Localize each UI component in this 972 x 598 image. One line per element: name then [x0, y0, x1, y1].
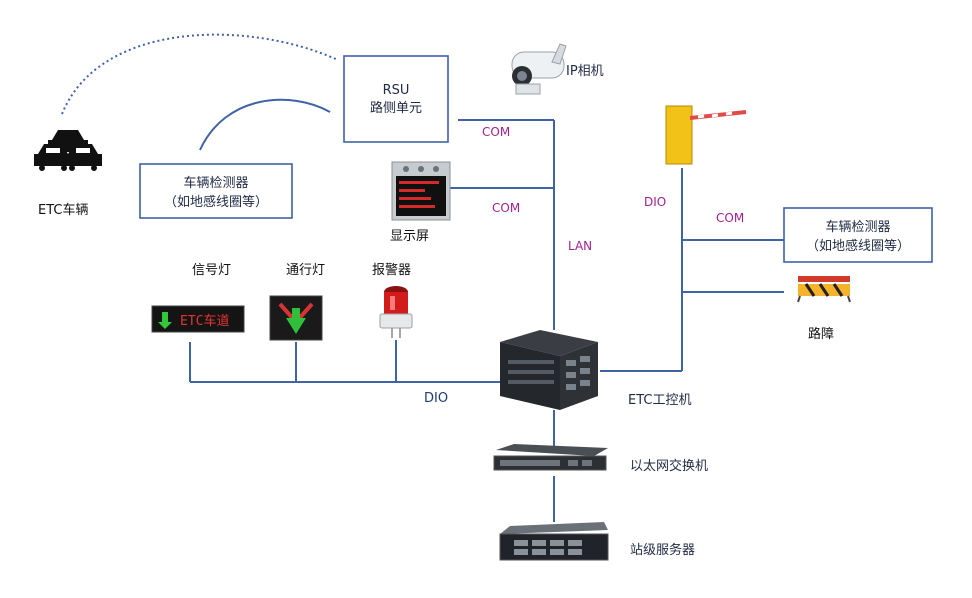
led-sign-text: ETC车道 [180, 313, 229, 329]
com-link-display-label: COM [492, 201, 520, 215]
car-icon [34, 130, 102, 171]
dio-link-left-label: DIO [424, 391, 448, 406]
server-icon [499, 522, 609, 561]
com-link-right-label: COM [716, 211, 744, 225]
rsu-sub-label: 路侧单元 [370, 100, 422, 116]
vehicle-detector-left-label: 车辆检测器 [183, 175, 248, 191]
ip-camera-icon [511, 43, 567, 95]
com-link-rsu-label: COM [482, 125, 510, 139]
traffic-light-label: 通行灯 [286, 263, 325, 278]
vehicle-detector-left-sub-label: （如地感线圈等） [164, 194, 268, 210]
ip-camera-label: IP相机 [566, 64, 604, 79]
roadblock-label: 路障 [808, 326, 834, 342]
ethernet-switch-icon [493, 444, 608, 471]
station-server-label: 站级服务器 [630, 542, 695, 558]
etc-vehicle-label: ETC车辆 [38, 202, 88, 218]
vehicle-detector-left-box [139, 163, 293, 219]
rsu-box [343, 55, 449, 143]
vehicle-detector-right-box [783, 207, 933, 263]
led-sign-icon [151, 305, 245, 333]
ethernet-switch-label: 以太网交换机 [630, 458, 708, 474]
etc-industrial-pc-label: ETC工控机 [628, 393, 691, 408]
display-screen-icon [391, 161, 451, 221]
wireless-link-vehicle-rsu [61, 33, 339, 115]
alarm-label: 报警器 [372, 262, 411, 278]
roadblock-icon [797, 276, 851, 303]
alarm-beacon-icon [379, 286, 413, 338]
etc-industrial-pc-icon [500, 330, 598, 410]
dio-link-right-label: DIO [644, 195, 666, 209]
signal-light-label: 信号灯 [192, 263, 231, 278]
rsu-label: RSU [383, 83, 410, 98]
vehicle-detector-right-label: 车辆检测器 [825, 219, 890, 235]
barrier-gate-icon [665, 105, 747, 165]
lane-control-light-icon [269, 295, 323, 341]
wiring [189, 119, 784, 522]
display-screen-label: 显示屏 [390, 229, 429, 244]
vehicle-detector-right-sub-label: （如地感线圈等） [806, 238, 910, 254]
lan-link-label: LAN [568, 239, 592, 253]
wireless-link-detector-rsu [199, 98, 331, 151]
